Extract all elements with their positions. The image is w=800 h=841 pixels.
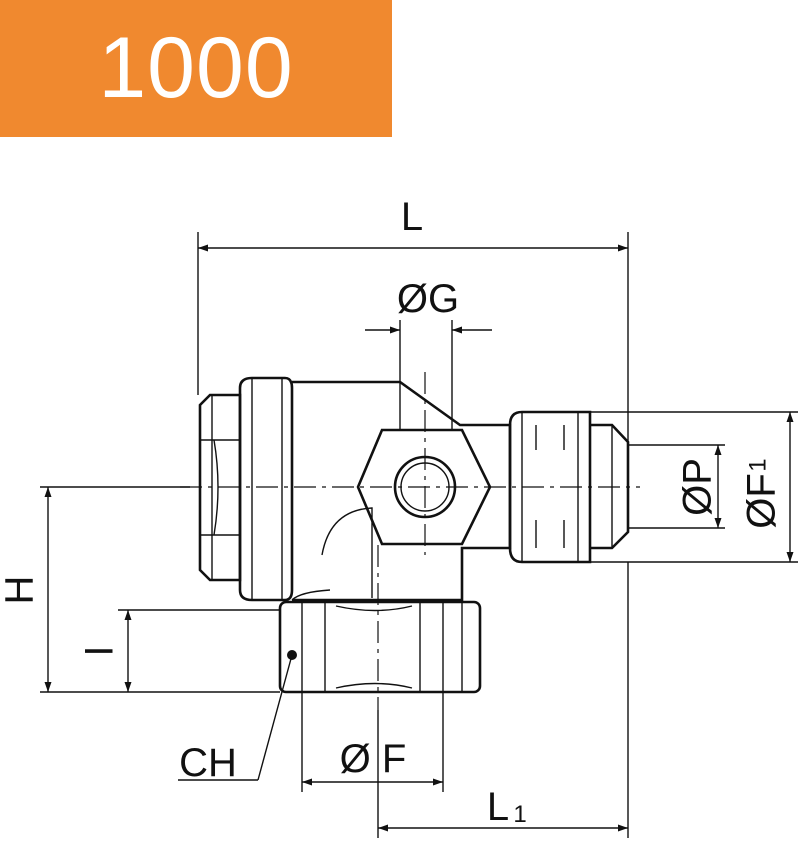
dim-label-ch: CH [179, 741, 237, 785]
dim-label-f1-main: ØF [740, 473, 784, 529]
dim-label-g: ØG [397, 277, 459, 321]
dim-label-l1-sub: 1 [513, 801, 526, 828]
fitting-body [198, 376, 630, 694]
dim-label-l: L [401, 195, 423, 239]
model-code-badge: 1000 [0, 0, 392, 137]
dimension-lines [40, 232, 798, 838]
dim-label-f: Ø F [340, 737, 407, 781]
dim-label-i: I [78, 645, 122, 656]
dim-label-h: H [0, 576, 42, 605]
dim-label-f1: ØF 1 [740, 458, 784, 528]
dim-label-f1-sub: 1 [744, 458, 771, 471]
center-lines [180, 372, 640, 710]
dim-label-p: ØP [676, 458, 720, 516]
dim-label-l1-main: L [487, 785, 509, 829]
